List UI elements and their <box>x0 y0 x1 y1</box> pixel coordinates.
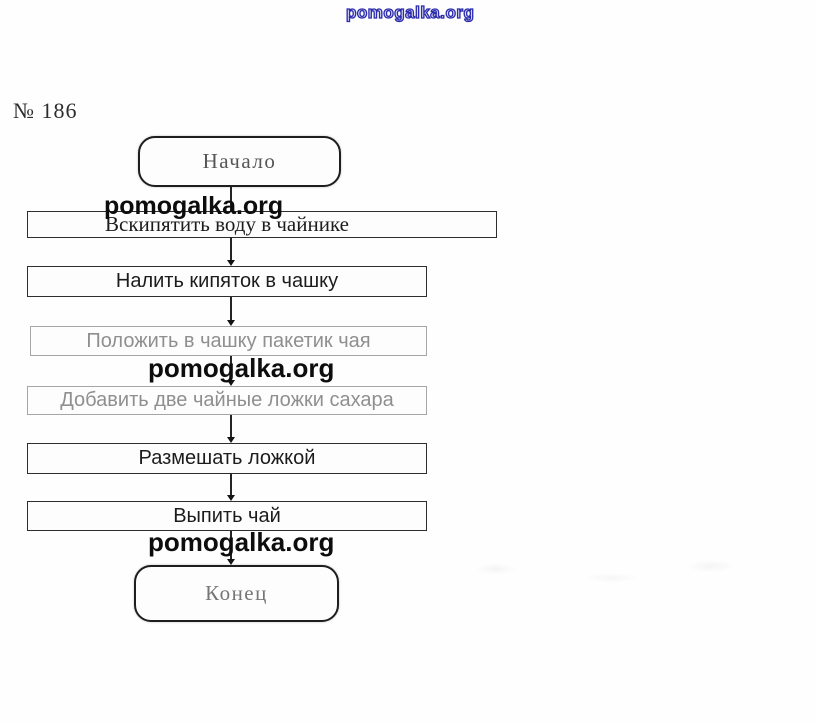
connector-step4-to-step5 <box>230 415 232 439</box>
connector-step2-to-step3 <box>230 297 232 322</box>
watermark-bottom: pomogalka.org <box>148 527 335 557</box>
connector-step3-to-step4 <box>230 355 232 382</box>
flowchart-step-pour-water: Налить кипяток в чашку <box>27 266 427 297</box>
flowchart-step-add-sugar: Добавить две чайные ложки сахара <box>27 386 427 415</box>
flowchart-end-terminator: Конец <box>134 565 339 622</box>
arrowhead-icon <box>227 437 235 443</box>
watermark-top: pomogalka.org <box>345 2 475 22</box>
step-label: Выпить чай <box>173 504 281 527</box>
step-label: Положить в чашку пакетик чая <box>86 329 371 352</box>
watermark-middle-2: pomogalka.org <box>148 353 335 383</box>
step-label: Вскипятить воду в чайнике <box>105 212 349 236</box>
step-label: Добавить две чайные ложки сахара <box>60 389 394 411</box>
connector-start-to-step1 <box>230 185 232 212</box>
arrowhead-icon <box>227 559 235 565</box>
arrowhead-icon <box>227 320 235 326</box>
end-label: Конец <box>205 581 268 605</box>
arrowhead-icon <box>227 260 235 266</box>
start-label: Начало <box>202 149 277 173</box>
flowchart-start-terminator: Начало <box>138 136 341 187</box>
step-label: Размешать ложкой <box>138 447 316 469</box>
scan-noise-artifact <box>430 545 760 605</box>
step-label: Налить кипяток в чашку <box>115 270 339 292</box>
flowchart-step-stir: Размешать ложкой <box>27 443 427 474</box>
flowchart-step-boil-water: Вскипятить воду в чайнике <box>27 211 497 238</box>
arrowhead-icon <box>227 495 235 501</box>
connector-step6-to-end <box>230 531 232 562</box>
flowchart-step-drink: Выпить чай <box>27 501 427 531</box>
connector-step5-to-step6 <box>230 474 232 497</box>
flowchart-step-tea-bag: Положить в чашку пакетик чая <box>30 326 427 356</box>
watermark-middle-1: pomogalka.org <box>104 192 284 220</box>
arrowhead-icon <box>227 380 235 386</box>
task-number-label: № 186 <box>13 98 78 123</box>
connector-step1-to-step2 <box>230 238 232 262</box>
